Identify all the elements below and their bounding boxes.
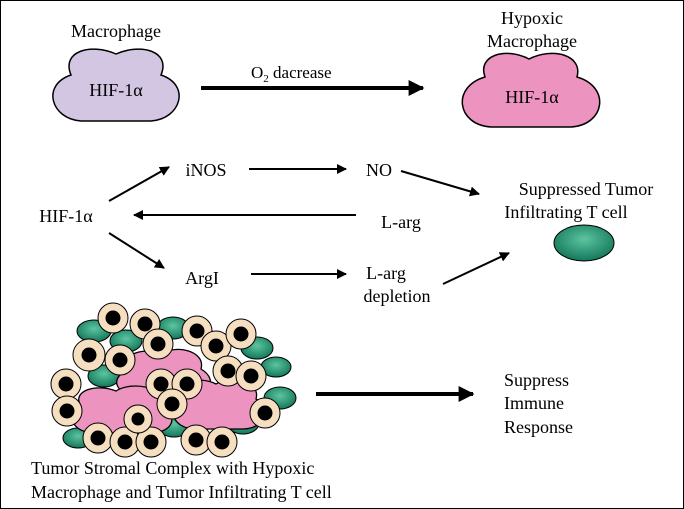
arrow-depletion-to-tcell <box>442 252 510 285</box>
argi-node: ArgI <box>185 268 219 288</box>
o2-label-suffix: dacrease <box>269 63 332 82</box>
tumor-cell <box>82 422 114 454</box>
macrophage-shape <box>52 48 180 122</box>
larg-node: L-arg <box>381 212 421 232</box>
tumor-cell <box>97 302 129 334</box>
inos-node: iNOS <box>185 160 226 180</box>
tumor-cell <box>200 330 232 362</box>
tumor-cell <box>51 395 83 427</box>
complex-caption-line1: Tumor Stromal Complex with Hypoxic <box>31 458 314 478</box>
arrow-hif-to-inos <box>108 166 170 202</box>
tumor-stromal-complex <box>50 302 297 458</box>
tumor-cell <box>135 426 167 458</box>
macrophage-label: Macrophage <box>71 21 161 41</box>
suppressed-tcell-shape <box>553 224 615 262</box>
arrow-hif-to-argi <box>108 232 165 269</box>
macrophage-hif-label: HIF-1α <box>89 80 143 100</box>
suppressed-tcell-label-line2: Infiltrating T cell <box>504 202 627 222</box>
complex-caption-line2: Macrophage and Tumor Infiltrating T cell <box>31 482 332 502</box>
tumor-cell <box>156 388 188 420</box>
tumor-cell <box>72 338 106 372</box>
tumor-cell <box>109 426 141 458</box>
tumor-cell <box>225 318 257 350</box>
tumor-cell <box>180 424 212 456</box>
hypoxic-label-line1: Hypoxic <box>501 8 563 28</box>
tumor-cell <box>235 360 267 392</box>
hypoxic-hif-label: HIF-1α <box>505 87 559 107</box>
tumor-cell <box>123 404 153 434</box>
result-line2: Immune <box>504 393 564 413</box>
o2-decrease-label: O2 dacrease <box>251 63 332 85</box>
depletion-node-line2: depletion <box>364 286 431 306</box>
hypoxic-macrophage-shape <box>461 52 601 128</box>
tumor-cell <box>104 344 136 376</box>
arrow-no-to-tcell <box>400 170 480 197</box>
no-node: NO <box>366 160 392 180</box>
depletion-node-line1: L-arg <box>366 263 406 283</box>
o2-label-prefix: O <box>251 63 263 82</box>
tumor-cell <box>142 328 174 360</box>
tumor-cell <box>206 426 238 458</box>
hypoxic-label-line2: Macrophage <box>487 31 577 51</box>
result-line1: Suppress <box>504 370 569 390</box>
tumor-cell <box>249 397 281 429</box>
result-line3: Response <box>504 417 573 437</box>
suppressed-tcell-label-line1: Suppressed Tumor <box>519 179 654 199</box>
complex-cells <box>50 302 281 458</box>
o2-label-sub: 2 <box>263 73 269 85</box>
hif-node: HIF-1α <box>39 206 93 226</box>
tumor-cell <box>50 368 82 400</box>
